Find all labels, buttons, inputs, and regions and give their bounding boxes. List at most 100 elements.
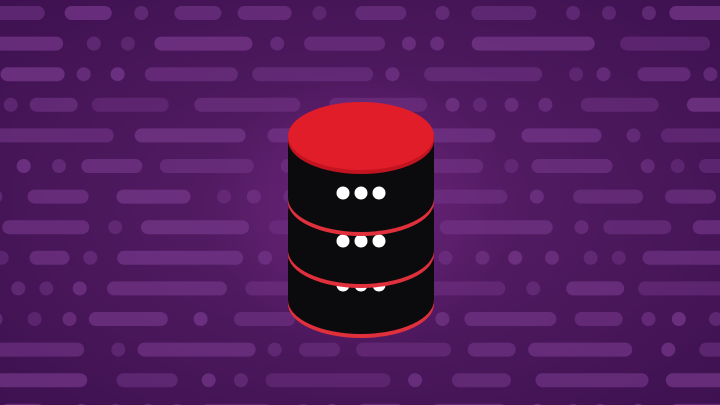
pattern-dash: [237, 6, 292, 20]
pattern-dot: [538, 97, 553, 112]
pattern-dash: [535, 373, 649, 388]
pattern-dot: [312, 6, 327, 20]
pattern-dash: [0, 6, 45, 20]
pattern-dash: [29, 250, 70, 265]
pattern-dot: [76, 67, 91, 82]
pattern-dot: [267, 342, 282, 357]
pattern-dash: [27, 189, 89, 204]
pattern-dot: [508, 250, 523, 265]
pattern-dash: [665, 373, 720, 388]
pattern-dot: [574, 220, 589, 235]
pattern-dash: [665, 189, 717, 204]
pattern-dot: [596, 67, 611, 82]
pattern-dash: [91, 97, 169, 112]
pattern-dot: [569, 67, 584, 82]
pattern-dash: [638, 281, 720, 296]
pattern-dot: [641, 312, 656, 326]
pattern-dot: [111, 342, 126, 357]
pattern-dash: [692, 220, 720, 235]
pattern-dot: [709, 312, 720, 326]
pattern-dash: [620, 36, 711, 51]
pattern-dash: [464, 312, 557, 326]
pattern-dash: [699, 342, 720, 357]
pattern-dash: [573, 189, 644, 204]
pattern-dot: [670, 159, 685, 173]
pattern-dash: [580, 97, 659, 112]
pattern-dash: [467, 342, 516, 357]
pattern-dash: [81, 159, 143, 173]
pattern-dash: [642, 250, 720, 265]
pattern-dash: [686, 97, 720, 112]
pattern-dot: [526, 281, 541, 296]
pattern-dash: [355, 6, 407, 20]
cylinder-top: [288, 102, 434, 170]
pattern-dot: [62, 312, 77, 326]
pattern-dot: [27, 312, 42, 326]
pattern-dash: [0, 36, 64, 51]
pattern-dash: [660, 128, 720, 143]
status-light: [354, 234, 368, 248]
pattern-dot: [430, 36, 445, 51]
pattern-dot: [661, 342, 676, 357]
pattern-dash: [699, 159, 720, 173]
status-light: [372, 234, 386, 248]
pattern-dot: [640, 159, 655, 173]
pattern-dash: [154, 36, 253, 51]
status-light: [372, 186, 386, 200]
pattern-dot: [201, 373, 216, 388]
pattern-dot: [0, 313, 3, 325]
pattern-dot: [0, 191, 3, 202]
pattern-dash: [637, 67, 691, 82]
pattern-dot: [504, 159, 519, 173]
pattern-dot: [641, 6, 656, 20]
pattern-dot: [0, 250, 9, 265]
pattern-dash: [521, 128, 602, 143]
pattern-dot: [233, 373, 248, 388]
pattern-dot: [134, 6, 149, 20]
status-light: [354, 186, 368, 200]
pattern-dot: [544, 250, 559, 265]
pattern-dot: [3, 97, 18, 112]
pattern-dash: [2, 220, 90, 235]
pattern-dot: [626, 128, 641, 143]
pattern-dash: [451, 373, 511, 388]
pattern-dot: [39, 281, 54, 296]
pattern-dash: [0, 67, 65, 82]
status-light: [336, 186, 350, 200]
pattern-dash: [574, 312, 623, 326]
pattern-dash: [134, 128, 246, 143]
status-light: [336, 234, 350, 248]
pattern-dash: [117, 250, 244, 265]
pattern-dash: [669, 6, 720, 20]
pattern-dot: [86, 36, 101, 51]
pattern-dot: [435, 6, 450, 20]
pattern-dot: [270, 36, 285, 51]
pattern-dash: [29, 97, 78, 112]
pattern-dash: [88, 312, 168, 326]
pattern-dot: [83, 250, 98, 265]
pattern-dash: [531, 159, 613, 173]
pattern-dot: [529, 189, 544, 204]
pattern-dot: [16, 159, 31, 173]
pattern-dash: [137, 342, 256, 357]
pattern-dash: [0, 128, 114, 143]
pattern-dash: [566, 281, 625, 296]
pattern-dot: [611, 250, 626, 265]
pattern-dash: [116, 373, 178, 388]
pattern-dash: [107, 281, 227, 296]
pattern-dot: [401, 36, 416, 51]
pattern-dash: [304, 36, 386, 51]
pattern-dot: [108, 220, 123, 235]
pattern-dot: [120, 36, 135, 51]
pattern-dot: [703, 67, 718, 82]
pattern-dash: [471, 6, 537, 20]
pattern-dot: [11, 281, 26, 296]
pattern-dot: [193, 312, 208, 326]
pattern-dot: [504, 97, 519, 112]
pattern-dash: [144, 67, 238, 82]
pattern-dot: [671, 312, 686, 326]
pattern-dot: [566, 6, 581, 20]
pattern-dot: [110, 67, 125, 82]
pattern-dash: [471, 36, 595, 51]
